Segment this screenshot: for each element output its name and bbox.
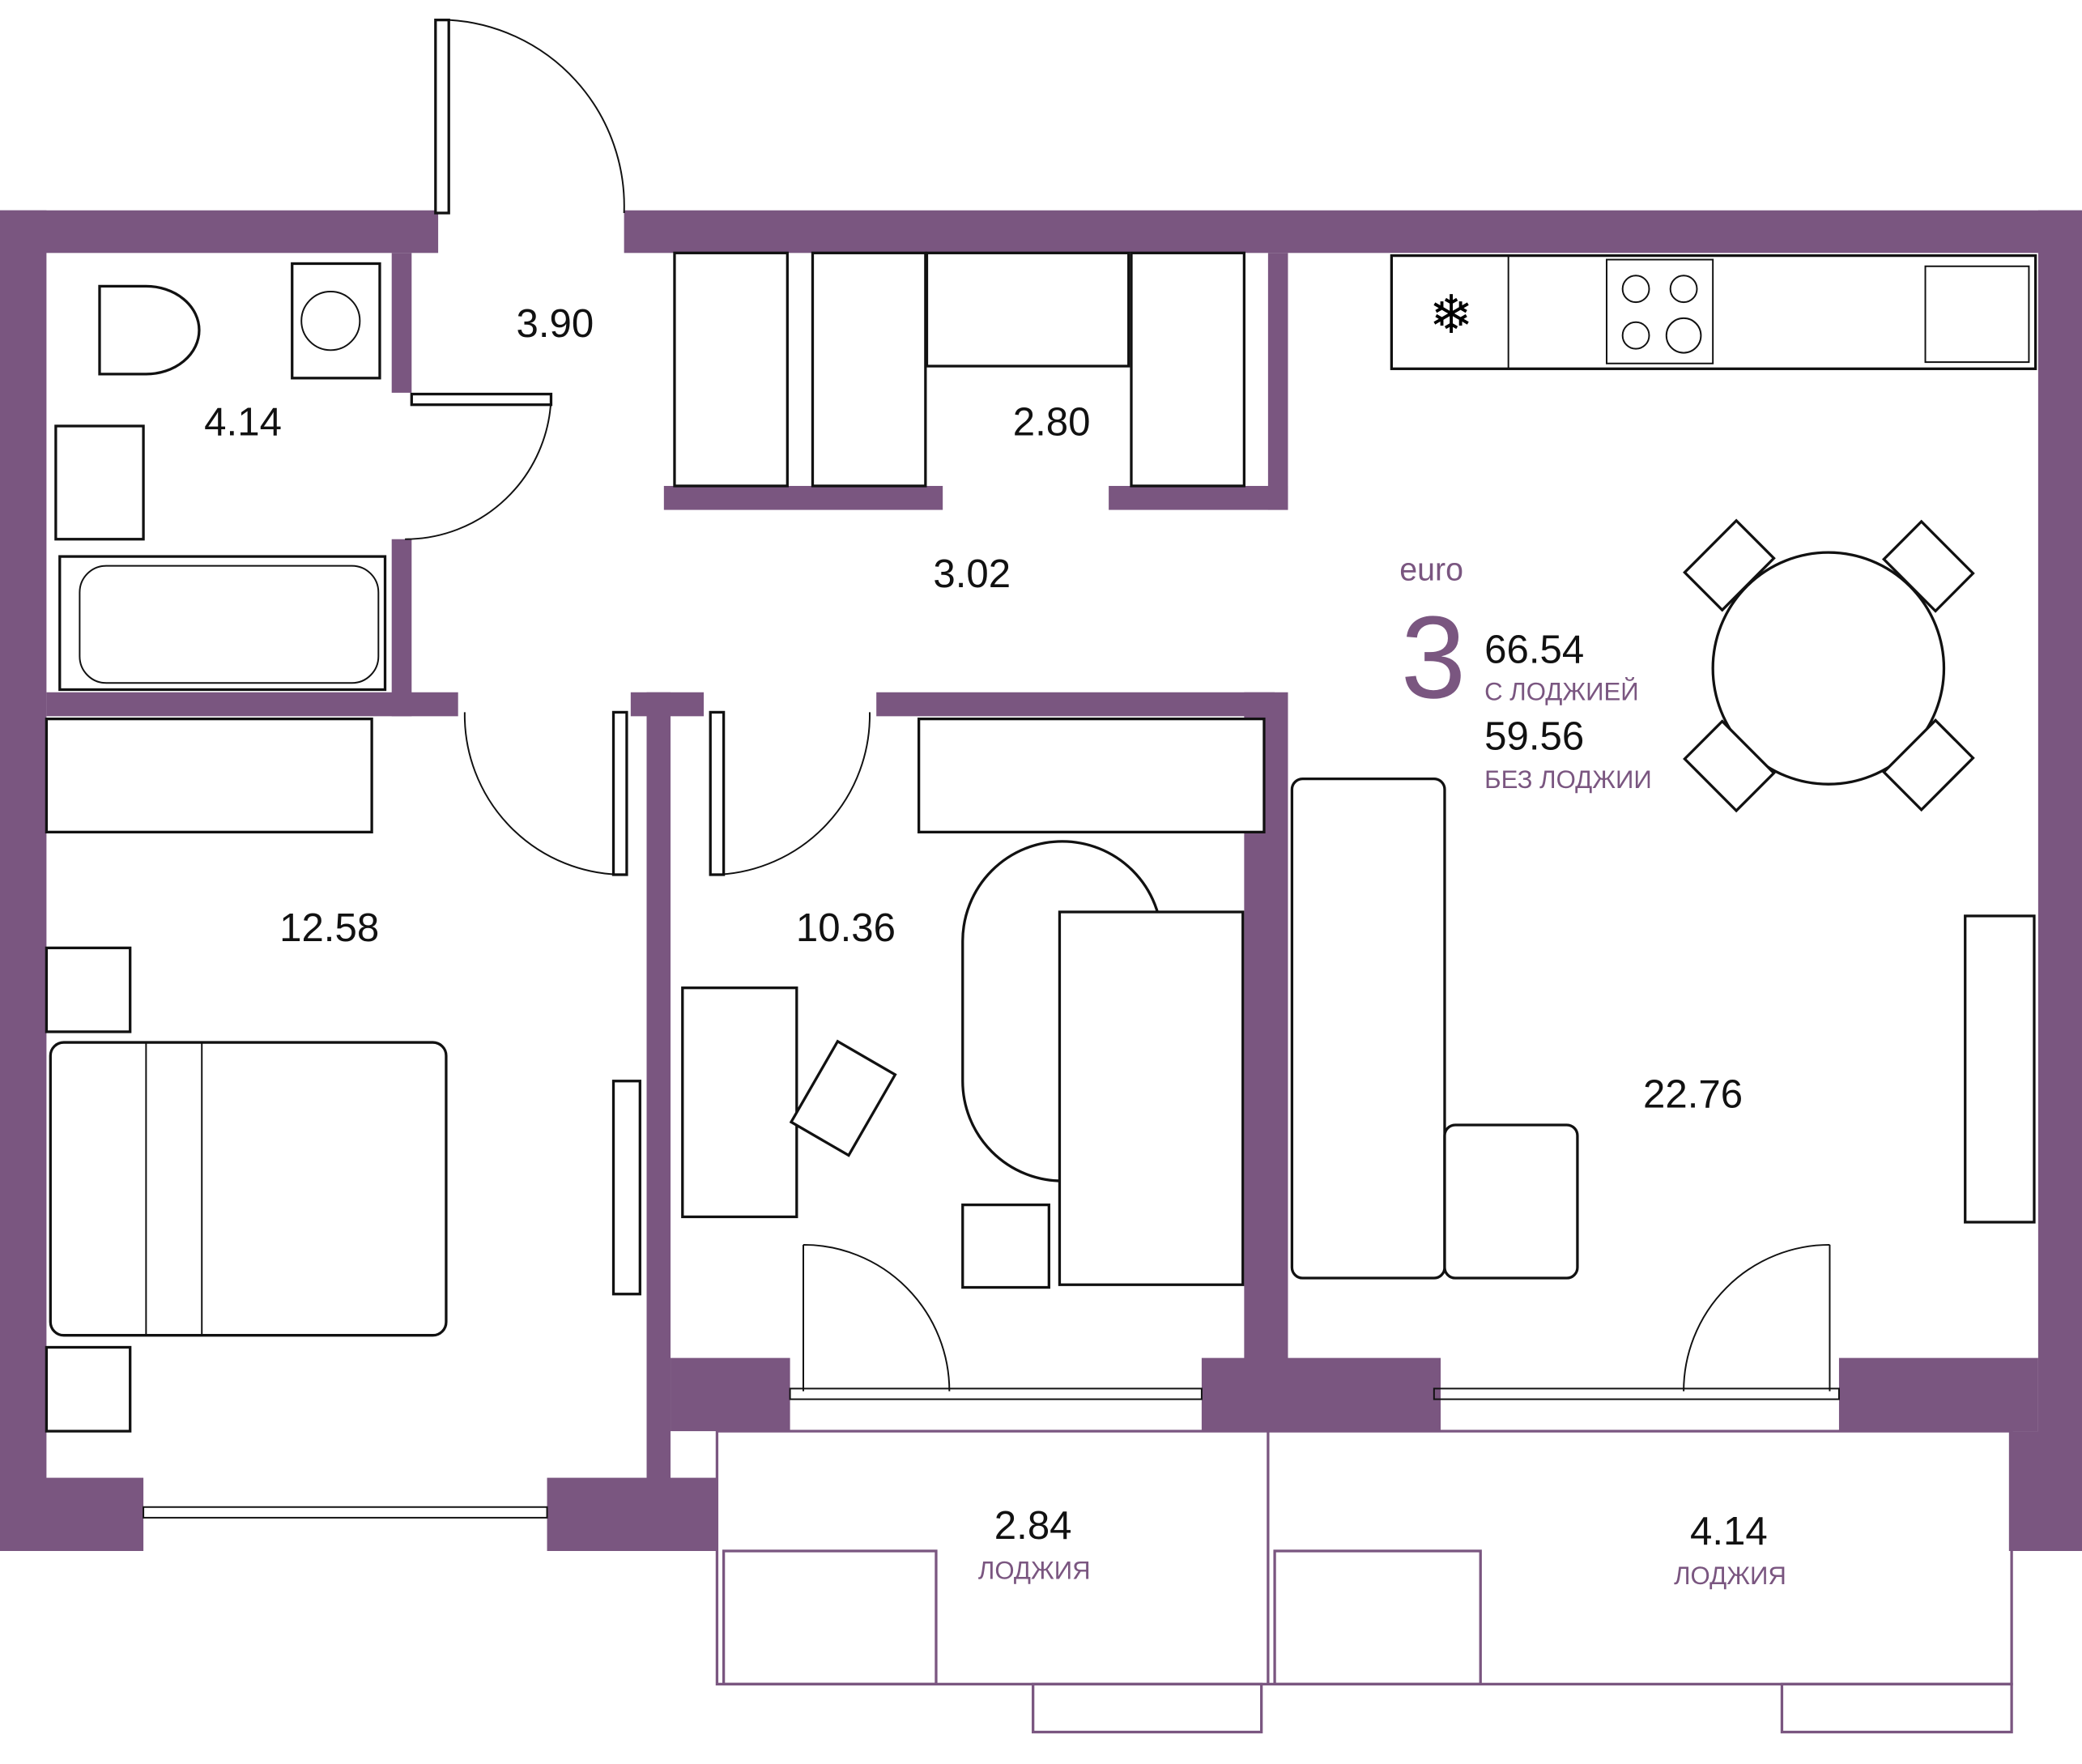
walls (0, 210, 2082, 1551)
room-area-wardrobe: 2.80 (1013, 399, 1091, 444)
rooms-count: 3 (1401, 591, 1466, 722)
bathroom-fixtures (54, 262, 387, 692)
toilet-icon (98, 284, 201, 376)
room-area-bathroom: 4.14 (204, 399, 282, 444)
room-caption-loggia-1: ЛОДЖИЯ (978, 1556, 1091, 1584)
fridge-icon: ❄ (1429, 284, 1474, 346)
room-furniture (681, 840, 1245, 1289)
room-area-loggia-1: 2.84 (994, 1503, 1072, 1548)
tv-stand (1964, 914, 2036, 1224)
washing-machine-icon (291, 262, 381, 380)
living-area: 59.56 (1484, 714, 1584, 758)
sofa (1290, 777, 1579, 1280)
total-area-caption: С ЛОДЖИЕЙ (1484, 677, 1639, 706)
loggia-outline (715, 1430, 2013, 1734)
dining-table (1683, 518, 1975, 813)
room-area-corridor: 3.02 (933, 552, 1011, 596)
room-area-bedroom: 12.58 (279, 905, 379, 950)
plan-type-label: euro (1399, 552, 1463, 588)
doors (405, 19, 1831, 1391)
room-area-kitchen-living: 22.76 (1643, 1072, 1743, 1117)
kitchen-sink-icon (1924, 265, 2030, 364)
bathtub-icon (58, 555, 387, 692)
windows (143, 1387, 1840, 1519)
room-area-loggia-2: 4.14 (1690, 1509, 1768, 1553)
total-area: 66.54 (1484, 628, 1584, 672)
room-caption-loggia-2: ЛОДЖИЯ (1674, 1562, 1786, 1590)
wardrobes (45, 251, 1266, 834)
room-area-hall: 3.90 (517, 301, 594, 346)
bedroom-furniture (45, 946, 641, 1433)
living-area-caption: БЕЗ ЛОДЖИИ (1484, 765, 1652, 794)
kitchen-counter: ❄ (1390, 254, 2037, 370)
room-area-room: 10.36 (796, 905, 896, 950)
hob-icon (1606, 258, 1714, 364)
sink-icon (54, 424, 145, 541)
